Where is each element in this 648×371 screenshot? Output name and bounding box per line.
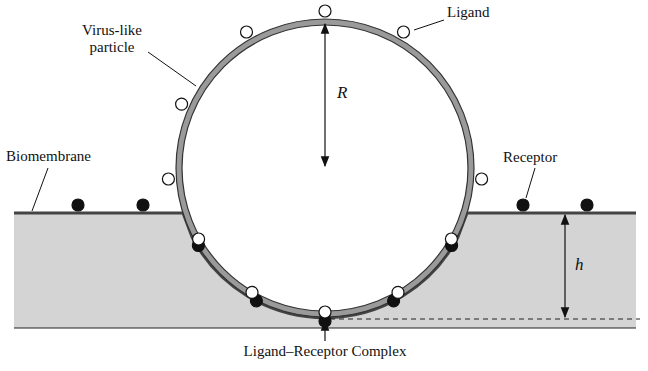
complex-label: Ligand–Receptor Complex: [244, 343, 407, 360]
leader-line: [32, 168, 48, 211]
receptor: [137, 199, 149, 211]
membrane-body: [14, 213, 636, 328]
ligand: [241, 26, 253, 38]
biomembrane-line: [14, 213, 636, 318]
particle-label: Virus-like particle: [72, 22, 152, 56]
ligand: [392, 286, 404, 298]
height-arrow: [564, 215, 565, 317]
leader-line: [526, 168, 535, 198]
particle-outer-edge: [176, 19, 474, 317]
radius-arrow: [324, 24, 325, 166]
receptor: [581, 199, 593, 211]
radius-symbol: R: [337, 84, 347, 101]
particle-shell: [179, 22, 471, 314]
ligand: [319, 306, 331, 318]
ligands-receptors: [72, 5, 593, 327]
particle-inner-edge: [182, 25, 468, 311]
receptor: [517, 199, 529, 211]
ligand: [445, 233, 457, 245]
ligand: [246, 286, 258, 298]
ligand: [193, 233, 205, 245]
receptor: [72, 199, 84, 211]
membrane-label: Biomembrane: [6, 148, 91, 165]
ligand: [398, 26, 410, 38]
leader-line: [414, 20, 444, 30]
ligand: [319, 5, 331, 17]
complex-arrow: [324, 321, 325, 341]
ligand: [162, 173, 174, 185]
receptor-label: Receptor: [503, 149, 557, 166]
leader-line: [148, 52, 196, 86]
dashed-line: [330, 319, 640, 320]
height-symbol: h: [575, 256, 584, 273]
ligand-label: Ligand: [447, 4, 490, 21]
ligand: [476, 173, 488, 185]
ligand: [176, 98, 188, 110]
